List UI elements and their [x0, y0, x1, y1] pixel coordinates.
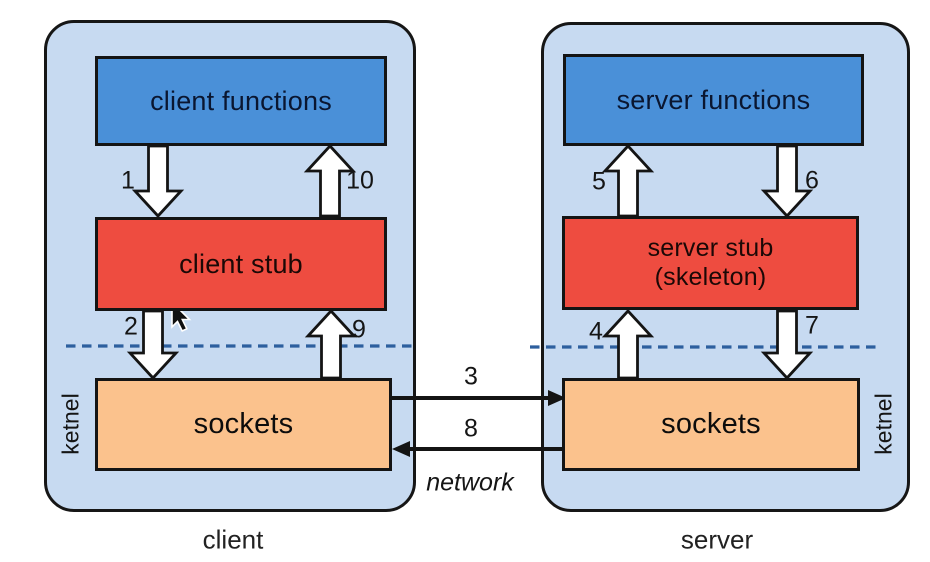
client-sockets-box: sockets [95, 378, 392, 471]
step-3-label: 3 [464, 362, 478, 391]
step-8-label: 8 [464, 414, 478, 443]
step-7-label: 7 [805, 311, 819, 340]
client-stub-label: client stub [179, 248, 303, 279]
kernel-label-server: ketnel [870, 393, 897, 455]
step-2-label: 2 [124, 312, 138, 341]
client-caption: client [202, 524, 264, 555]
client-functions-box: client functions [95, 56, 387, 146]
server-caption: server [680, 524, 754, 555]
server-functions-label: server functions [616, 84, 811, 115]
server-sockets-box: sockets [562, 378, 860, 471]
step-9-label: 9 [352, 315, 366, 344]
step-4-label: 4 [589, 317, 603, 346]
kernel-label-client: ketnel [57, 393, 84, 455]
step-6-label: 6 [805, 166, 819, 195]
step-10-label: 10 [346, 166, 374, 195]
step-5-label: 5 [592, 167, 606, 196]
network-label: network [426, 468, 514, 497]
client-stub-box: client stub [95, 217, 387, 311]
server-sockets-label: sockets [661, 408, 761, 440]
step-1-label: 1 [121, 166, 135, 195]
client-sockets-label: sockets [193, 408, 294, 440]
server-functions-box: server functions [563, 54, 864, 146]
server-stub-label-line1: server stub [647, 233, 774, 262]
client-functions-label: client functions [150, 85, 332, 116]
server-stub-label-line2: (skeleton) [654, 263, 767, 291]
server-stub-box: server stub (skeleton) [562, 216, 859, 310]
